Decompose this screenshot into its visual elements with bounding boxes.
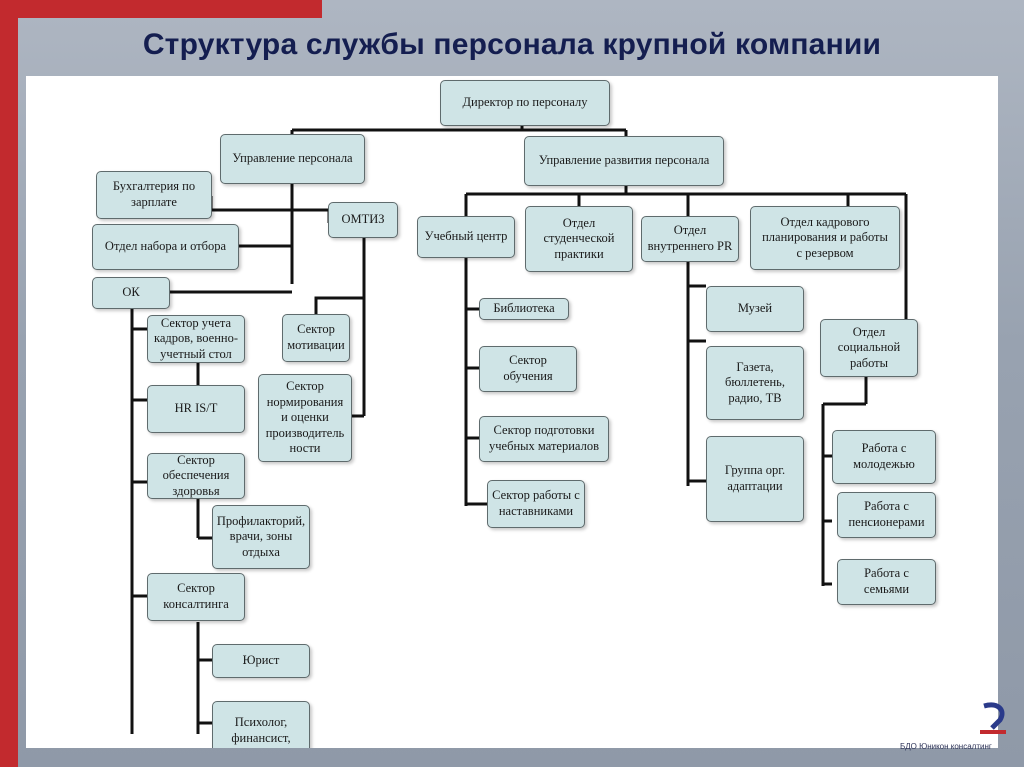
box-prophylactorium: Профилакторий, врачи, зоны отдыха bbox=[212, 505, 310, 569]
connector-lines bbox=[130, 125, 908, 734]
box-museum: Музей bbox=[706, 286, 804, 332]
box-psychologist: Психолог, финансист, bbox=[212, 701, 310, 748]
box-student-practice: Отдел студенческой практики bbox=[525, 206, 633, 272]
box-pensioners: Работа с пенсионерами bbox=[837, 492, 936, 538]
box-director: Директор по персоналу bbox=[440, 80, 610, 126]
box-social: Отдел социальной работы bbox=[820, 319, 918, 377]
box-lawyer: Юрист bbox=[212, 644, 310, 678]
box-ok: ОК bbox=[92, 277, 170, 309]
box-materials-sector: Сектор подготовки учебных материалов bbox=[479, 416, 609, 462]
box-hris: HR IS/T bbox=[147, 385, 245, 433]
box-newspaper: Газета, бюллетень, радио, ТВ bbox=[706, 346, 804, 420]
box-adaptation: Группа орг. адаптации bbox=[706, 436, 804, 522]
box-payroll: Бухгалтерия по зарплате bbox=[96, 171, 212, 219]
box-consulting-sector: Сектор консалтинга bbox=[147, 573, 245, 621]
logo-caption: БДО Юникон консалтинг bbox=[900, 742, 992, 751]
box-training-sector: Сектор обучения bbox=[479, 346, 577, 392]
box-motivation-sector: Сектор мотивации bbox=[282, 314, 350, 362]
box-recruiting: Отдел набора и отбора bbox=[92, 224, 239, 270]
box-families: Работа с семьями bbox=[837, 559, 936, 605]
box-mentors-sector: Сектор работы с наставниками bbox=[487, 480, 585, 528]
box-omtiz: ОМТИЗ bbox=[328, 202, 398, 238]
org-chart-panel: Директор по персоналу Управление персона… bbox=[26, 76, 998, 748]
box-records-sector: Сектор учета кадров, военно- учетный сто… bbox=[147, 315, 245, 363]
slide-title: Структура службы персонала крупной компа… bbox=[142, 28, 882, 61]
accent-bar-top bbox=[0, 0, 322, 18]
box-youth: Работа с молодежью bbox=[832, 430, 936, 484]
box-training-center: Учебный центр bbox=[417, 216, 515, 258]
box-norming-sector: Сектор нормирования и оценки производите… bbox=[258, 374, 352, 462]
accent-bar-left bbox=[0, 0, 18, 767]
box-library: Библиотека bbox=[479, 298, 569, 320]
box-planning: Отдел кадрового планирования и работы с … bbox=[750, 206, 900, 270]
box-internal-pr: Отдел внутреннего PR bbox=[641, 216, 739, 262]
company-logo-icon bbox=[980, 702, 1006, 734]
box-development-management: Управление развития персонала bbox=[524, 136, 724, 186]
box-health-sector: Сектор обеспечения здоровья bbox=[147, 453, 245, 499]
box-personnel-management: Управление персонала bbox=[220, 134, 365, 184]
